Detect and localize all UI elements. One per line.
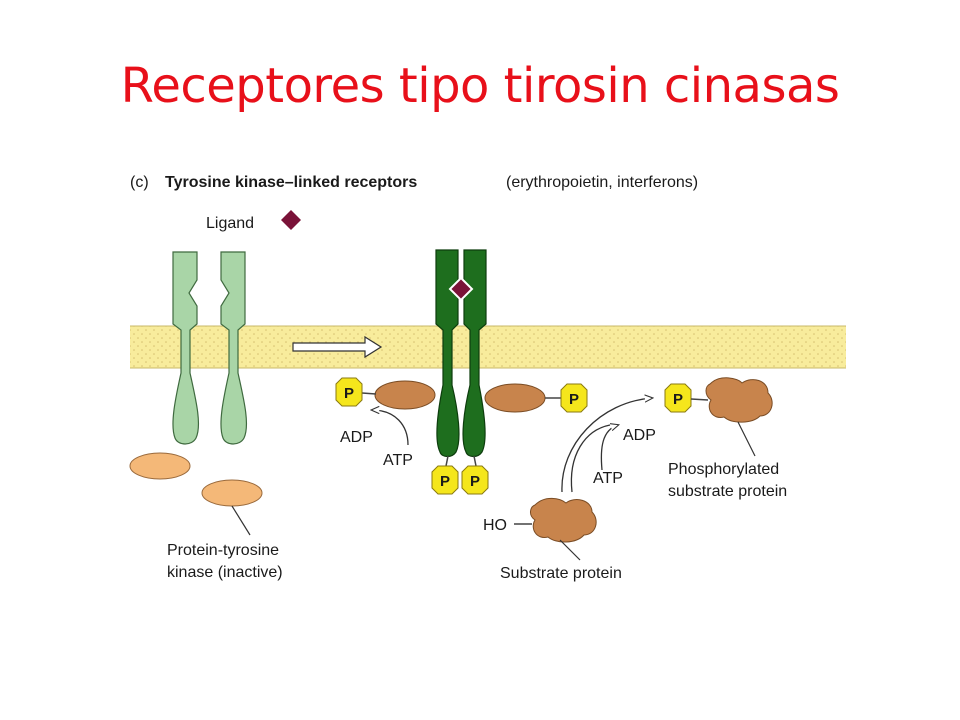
active-kinase-right	[484, 383, 546, 413]
inactive-receptor-right	[220, 251, 248, 445]
atp-label-2: ATP	[593, 470, 623, 487]
plasma-membrane	[130, 325, 846, 369]
inactive-kinase-1	[129, 452, 191, 480]
atp-to-adp-arrow-1	[372, 410, 409, 446]
phosphorylated-substrate-blob	[705, 377, 773, 423]
inactive-kinase-label-2: kinase (inactive)	[167, 564, 283, 581]
adp-label-2: ADP	[623, 427, 656, 444]
bound-ligand-icon	[448, 276, 474, 302]
ligand-diamond-icon	[281, 210, 301, 230]
phosphate-receptor-left: P	[431, 465, 459, 495]
substrate-protein-blob	[530, 497, 597, 543]
inactive-receptor-left	[172, 251, 200, 445]
panel-examples: (erythropoietin, interferons)	[506, 174, 698, 191]
activation-arrow	[292, 335, 383, 359]
panel-heading: Tyrosine kinase–linked receptors	[165, 174, 417, 191]
svg-text:P: P	[440, 473, 450, 490]
phosphate-right-kinase: P	[560, 383, 588, 413]
phosphorylated-label-2: substrate protein	[668, 483, 787, 500]
adp-label-1: ADP	[340, 429, 373, 446]
ligand-label: Ligand	[206, 215, 254, 232]
substrate-leader	[559, 539, 581, 561]
svg-text:P: P	[344, 385, 354, 402]
ho-label: HO	[483, 517, 507, 534]
substrate-label: Substrate protein	[500, 565, 622, 582]
atp-label-1: ATP	[383, 452, 413, 469]
slide-title: Receptores tipo tirosin cinasas	[120, 58, 840, 114]
active-kinase-left	[374, 380, 436, 410]
inactive-kinase-2	[201, 479, 263, 507]
phosphate-receptor-right: P	[461, 465, 489, 495]
phosphorylated-leader	[737, 421, 756, 457]
inactive-kinase-leader	[231, 505, 251, 536]
phosphorylated-label-1: Phosphorylated	[668, 461, 779, 478]
atp-consumption-curve	[570, 424, 611, 493]
substrate-phosphorylation-arrow	[561, 398, 652, 493]
phosphate-substrate: P	[664, 383, 692, 413]
phosphate-left-kinase: P	[335, 377, 363, 407]
svg-text:P: P	[470, 473, 480, 490]
svg-text:P: P	[673, 391, 683, 408]
atp-to-adp-arrow-2	[600, 425, 618, 471]
inactive-kinase-label-1: Protein-tyrosine	[167, 542, 279, 559]
panel-letter: (c)	[130, 174, 149, 191]
svg-text:P: P	[569, 391, 579, 408]
